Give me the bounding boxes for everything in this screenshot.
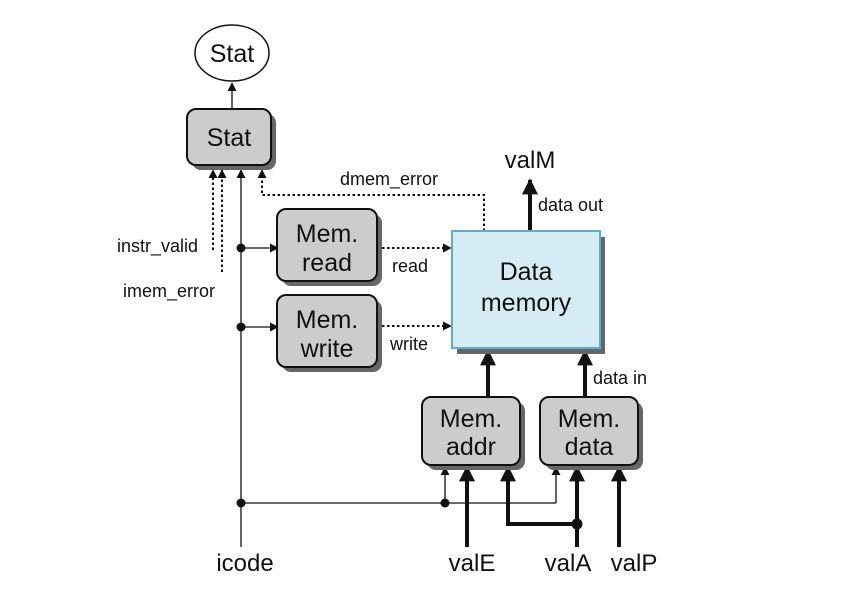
mem-write-line2: write [300,335,354,363]
mem-addr-line2: addr [446,433,496,461]
stat-output-node: Stat [194,24,270,82]
wires [208,82,627,547]
icode-label: icode [216,550,273,577]
mem-read-line1: Mem. [296,220,359,248]
data-memory-block: Data memory [451,230,605,354]
stat-block-label: Stat [207,124,252,152]
imem-error-label: imem_error [123,281,215,302]
valE-label: valE [449,550,496,577]
data-memory-line1: Data [500,258,553,286]
data-in-label: data in [593,368,647,388]
valM-label: valM [505,147,556,174]
mem-read-block: Mem. read [276,208,382,286]
junction-dot [571,518,583,530]
stat-block: Stat [186,108,276,170]
mem-addr-line1: Mem. [440,405,503,433]
data-memory-line2: memory [481,289,572,317]
valA-label: valA [545,550,592,577]
valP-label: valP [611,550,658,577]
wire-dmem-error [257,169,485,231]
mem-addr-block: Mem. addr [421,396,525,470]
dmem-error-label: dmem_error [340,169,438,190]
junction-dot [236,243,246,253]
junction-dot [236,498,246,508]
read-label: read [392,256,428,276]
stat-output-label: Stat [210,40,255,68]
instr-valid-label: instr_valid [117,236,198,257]
mem-data-line2: data [565,433,614,461]
mem-write-block: Mem. write [276,294,382,372]
mem-write-line1: Mem. [296,306,359,334]
junction-dot [236,322,246,332]
write-label: write [389,334,428,354]
mem-data-block: Mem. data [539,396,643,470]
data-out-label: data out [538,195,603,215]
wire-valA-to-mem-addr [500,465,577,526]
mem-read-line2: read [302,249,352,277]
mem-data-line1: Mem. [558,405,621,433]
